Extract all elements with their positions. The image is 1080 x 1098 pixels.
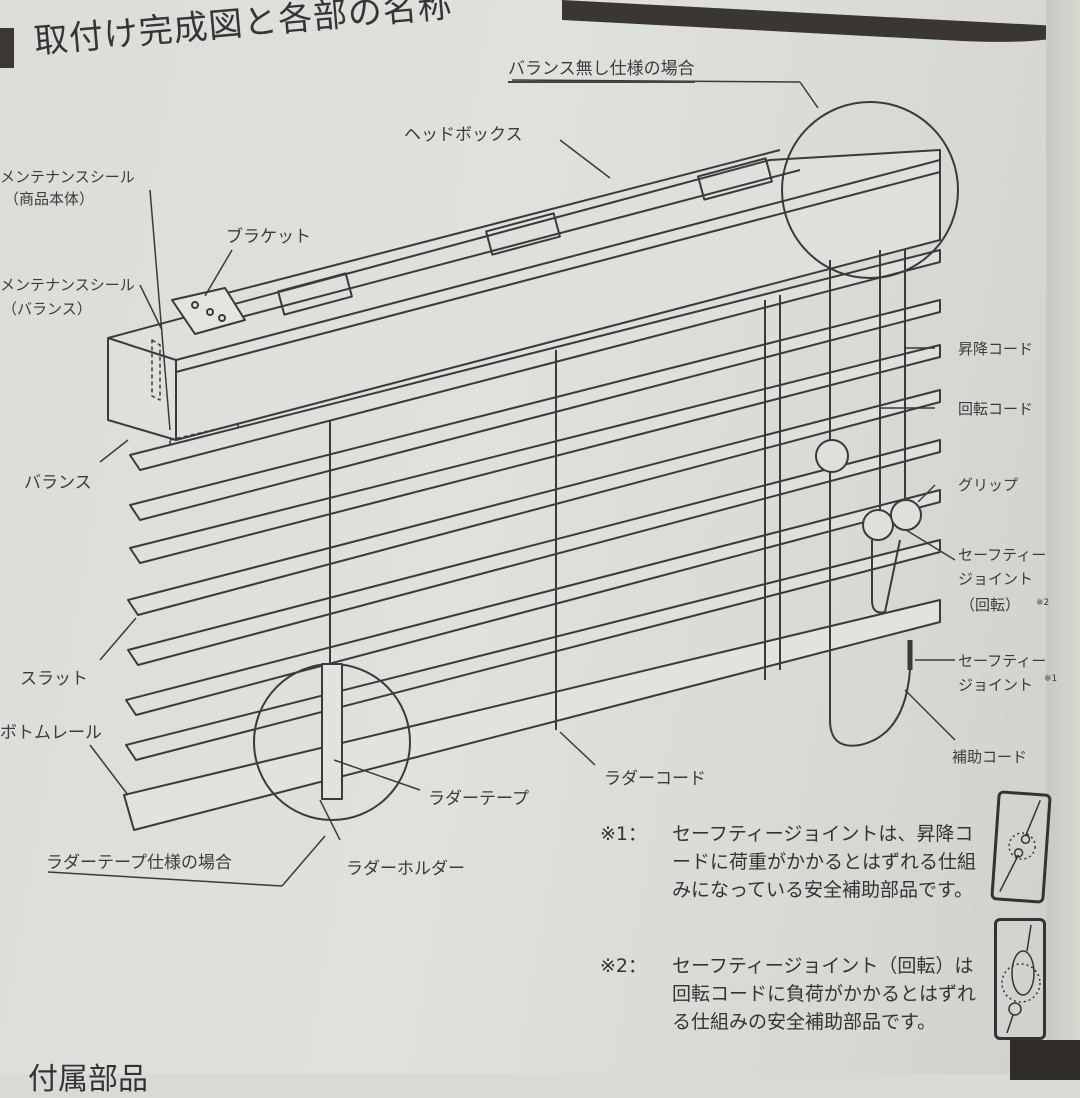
footnote-2-text: セーフティージョイント（回転）は 回転コードに負荷がかかるとはずれ る仕組みの安… bbox=[672, 955, 977, 1033]
footnote-2-mark: ※2： bbox=[600, 955, 648, 977]
footer-heading: 付属部品 bbox=[28, 1062, 148, 1097]
operating-cords bbox=[829, 250, 913, 747]
label-ladder-tape-spec: ラダーテープ仕様の場合 bbox=[46, 853, 232, 873]
footnote-1-text: セーフティージョイントは、昇降コ ードに荷重がかかるとはずれる仕組 みになってい… bbox=[672, 823, 977, 901]
footnote-1: ※1： セーフティージョイントは、昇降コ ードに荷重がかかるとはずれる仕組 みに… bbox=[600, 820, 1000, 904]
leader-lines bbox=[47, 79, 956, 887]
label-auxiliary-cord: 補助コード bbox=[952, 748, 1028, 766]
footnote-1-mark: ※1： bbox=[600, 823, 648, 845]
label-tilt-cord: 回転コード bbox=[958, 400, 1034, 418]
head-box-shape bbox=[107, 149, 941, 441]
label-ladder-cord: ラダーコード bbox=[604, 769, 706, 789]
tilt-mechanism-shapes bbox=[277, 157, 773, 316]
cord-detach-illustration-icon bbox=[990, 790, 1052, 904]
label-head-box: ヘッドボックス bbox=[404, 125, 523, 145]
grips bbox=[815, 439, 922, 541]
section-marker-icon bbox=[0, 28, 14, 68]
blind-diagram bbox=[47, 79, 959, 887]
label-safety-joint-tilt-1: セーフティー bbox=[958, 546, 1047, 564]
label-safety-joint-tilt-ref: ※2 bbox=[1036, 598, 1050, 608]
grip-detach-illustration-icon bbox=[994, 918, 1046, 1040]
label-valance: バランス bbox=[24, 473, 92, 493]
label-bottom-rail: ボトムレール bbox=[0, 723, 102, 743]
footer-band bbox=[1010, 1040, 1080, 1080]
label-no-valance-spec: バランス無し仕様の場合 bbox=[508, 54, 695, 83]
maintenance-seal-outlines bbox=[151, 339, 239, 461]
label-safety-joint-tilt-3: （回転） bbox=[960, 596, 1021, 614]
label-grip: グリップ bbox=[958, 476, 1019, 494]
label-maintenance-seal-body-sub: （商品本体） bbox=[4, 190, 95, 208]
no-valance-detail-circle bbox=[781, 101, 959, 279]
label-ladder-tape: ラダーテープ bbox=[428, 789, 529, 809]
label-maintenance-seal-valance-sub: （バランス） bbox=[2, 300, 92, 318]
label-lift-cord: 昇降コード bbox=[958, 340, 1034, 358]
footnote-2: ※2： セーフティージョイント（回転）は 回転コードに負荷がかかるとはずれ る仕… bbox=[600, 952, 1000, 1036]
label-bracket: ブラケット bbox=[226, 227, 311, 247]
label-safety-joint-ref: ※1 bbox=[1044, 674, 1058, 684]
page-edge bbox=[1046, 0, 1080, 1074]
label-safety-joint-2: ジョイント bbox=[958, 676, 1034, 694]
label-safety-joint-tilt-2: ジョイント bbox=[958, 570, 1034, 588]
label-slat: スラット bbox=[20, 669, 88, 689]
label-maintenance-seal-body: メンテナンスシール bbox=[0, 168, 135, 186]
ladder-tape-shape bbox=[321, 663, 343, 800]
label-ladder-holder: ラダーホルダー bbox=[346, 859, 465, 879]
label-safety-joint-1: セーフティー bbox=[958, 652, 1047, 670]
label-maintenance-seal-valance: メンテナンスシール bbox=[0, 276, 135, 294]
